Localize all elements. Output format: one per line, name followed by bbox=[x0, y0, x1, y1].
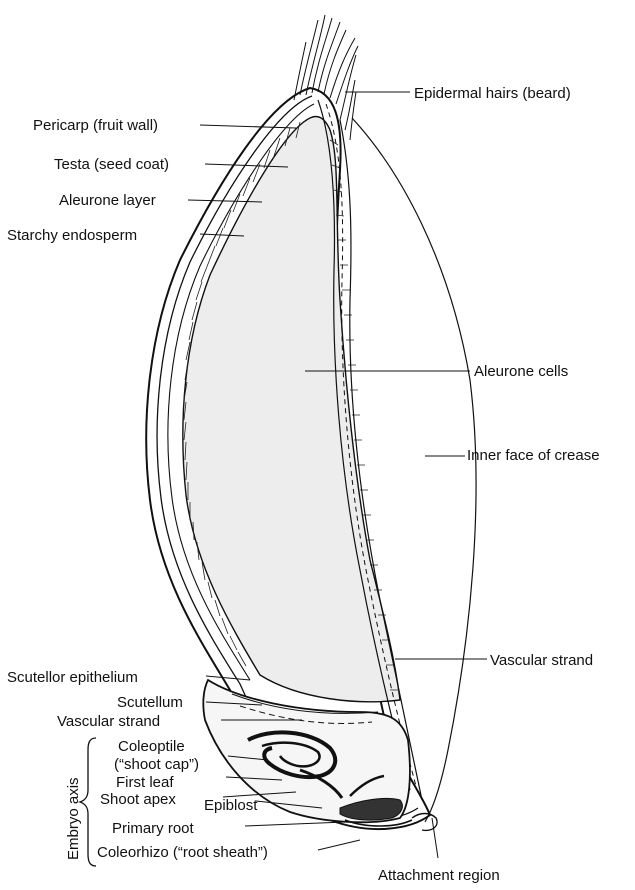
label-vascular-strand-right: Vascular strand bbox=[490, 652, 593, 669]
label-shoot-apex: Shoot apex bbox=[100, 791, 176, 808]
label-scutellor-epithelium: Scutellor epithelium bbox=[7, 669, 138, 686]
label-coleoptile: Coleoptile bbox=[118, 738, 185, 755]
label-attachment-region: Attachment region bbox=[378, 867, 500, 884]
starchy-endosperm-region bbox=[183, 117, 400, 702]
label-vascular-strand-left: Vascular strand bbox=[57, 713, 160, 730]
label-testa: Testa (seed coat) bbox=[54, 156, 169, 173]
label-shoot-cap: (“shoot cap”) bbox=[114, 756, 199, 773]
label-epidermal-hairs: Epidermal hairs (beard) bbox=[414, 85, 571, 102]
label-aleurone-cells: Aleurone cells bbox=[474, 363, 568, 380]
embryo-axis-brace bbox=[80, 738, 96, 866]
label-first-leaf: First leaf bbox=[116, 774, 174, 791]
label-coleorhizo: Coleorhizo (“root sheath”) bbox=[97, 844, 268, 861]
label-epiblost: Epiblost bbox=[204, 797, 258, 814]
label-embryo-axis: Embryo axis bbox=[65, 777, 82, 860]
label-primary-root: Primary root bbox=[112, 820, 195, 837]
label-aleurone-layer: Aleurone layer bbox=[59, 192, 156, 209]
label-starchy-endosperm: Starchy endosperm bbox=[7, 227, 137, 244]
label-pericarp: Pericarp (fruit wall) bbox=[33, 117, 158, 134]
label-scutellum: Scutellum bbox=[117, 694, 183, 711]
label-inner-face-crease: Inner face of crease bbox=[467, 447, 600, 464]
